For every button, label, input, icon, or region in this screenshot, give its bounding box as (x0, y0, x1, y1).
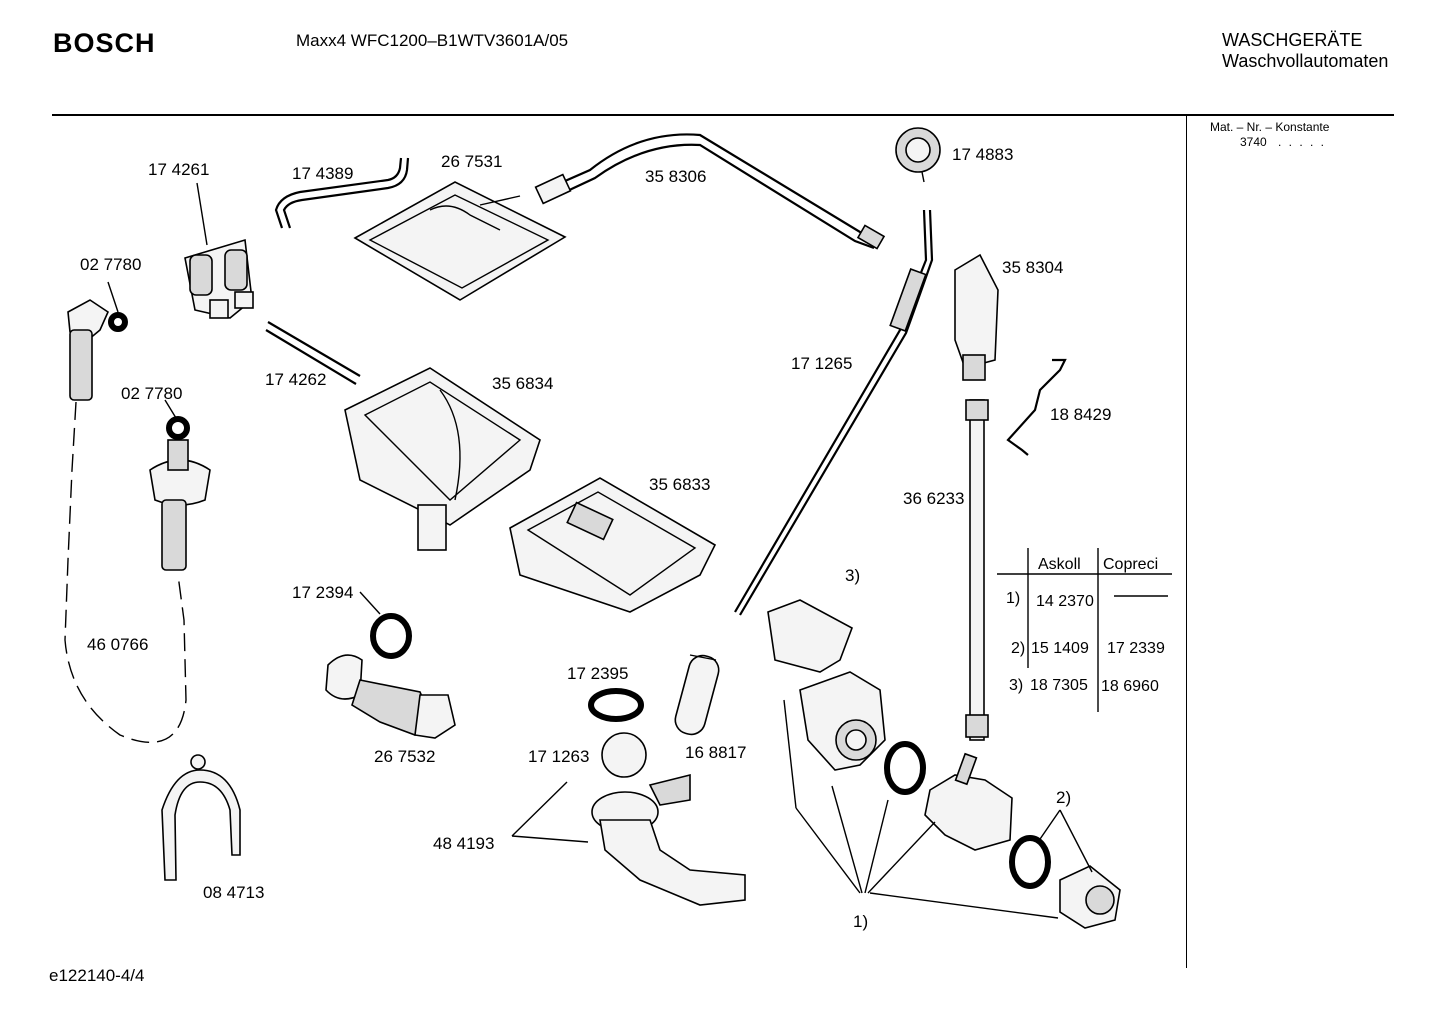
bracket-188429-drawing (1006, 358, 1067, 456)
ball-171263-drawing (601, 732, 647, 778)
part-label-356833: 35 6833 (649, 475, 710, 494)
drain-hose-460766-drawing (64, 401, 187, 744)
drain-pump-drawing (799, 671, 1121, 929)
material-number-label: Mat. – Nr. – Konstante (1210, 120, 1330, 134)
model-number: Maxx4 WFC1200–B1WTV3601A/05 (296, 31, 569, 50)
part-label-174389: 17 4389 (292, 164, 353, 183)
part-label-172395: 17 2395 (567, 664, 628, 683)
category-subtitle: Waschvollautomaten (1222, 51, 1389, 71)
part-label-356834: 35 6834 (492, 374, 553, 393)
bellows-267532-drawing (325, 654, 456, 739)
pump-part-358304-drawing (954, 253, 999, 381)
category-title: WASCHGERÄTE (1222, 30, 1363, 50)
diagram-code: e122140-4/4 (49, 966, 145, 985)
part-label-174262: 17 4262 (265, 370, 326, 389)
part-label-171265: 17 1265 (791, 354, 852, 373)
table-row-1-askoll: 14 2370 (1036, 593, 1094, 610)
table-row-3-ref: 3) (1009, 677, 1023, 694)
inlet-valve-drawing (184, 182, 254, 319)
part-label-084713: 08 4713 (203, 883, 264, 902)
header-divider (52, 114, 1394, 116)
sidebar-divider (1186, 116, 1187, 968)
table-row-3-askoll: 18 7305 (1030, 677, 1088, 694)
leader-lines-ref-2 (1037, 809, 1093, 873)
part-label-027780-b: 02 7780 (121, 384, 182, 403)
ref-label-1: 1) (853, 912, 868, 931)
table-row-2-askoll: 15 1409 (1031, 640, 1089, 657)
hose-366233-drawing (965, 399, 989, 741)
part-label-027780-a: 02 7780 (80, 255, 141, 274)
pump-cover-drawing (767, 599, 853, 673)
part-label-267531: 26 7531 (441, 152, 502, 171)
hose-guide-084713-drawing (161, 754, 241, 881)
part-label-168817: 16 8817 (685, 743, 746, 762)
part-label-171263: 17 1263 (528, 747, 589, 766)
table-row-2-ref: 2) (1011, 640, 1025, 657)
table-row-1-ref: 1) (1006, 590, 1020, 607)
part-label-267532: 26 7532 (374, 747, 435, 766)
dispenser-drawer-drawing (509, 477, 717, 613)
table-row-2-copreci: 17 2339 (1107, 640, 1165, 657)
pipe-358306-drawing (534, 133, 886, 250)
sump-hose-484193-drawing (511, 773, 746, 906)
part-label-460766: 46 0766 (87, 635, 148, 654)
hose-171265-drawing (734, 209, 934, 616)
part-label-358304: 35 8304 (1002, 258, 1063, 277)
brand-logo: BOSCH (53, 28, 156, 58)
dispenser-cover-drawing (353, 181, 567, 301)
inlet-connector-drawing (149, 399, 211, 571)
part-label-172394: 17 2394 (292, 583, 353, 602)
seal-172395-drawing (588, 688, 644, 722)
pressure-switch-drawing (895, 127, 941, 183)
variant-table: Askoll Copreci 1) 14 2370 2) 15 1409 17 … (997, 548, 1172, 712)
part-label-358306: 35 8306 (645, 167, 706, 186)
seal-172394-drawing (359, 591, 412, 659)
table-header-copreci: Copreci (1103, 556, 1158, 573)
hose-174389-drawing (274, 157, 403, 229)
part-label-366233: 36 6233 (903, 489, 964, 508)
ref-label-2: 2) (1056, 788, 1071, 807)
table-header-askoll: Askoll (1038, 556, 1081, 573)
part-label-174883: 17 4883 (952, 145, 1013, 164)
part-label-188429: 18 8429 (1050, 405, 1111, 424)
ref-label-3: 3) (845, 566, 860, 585)
material-number-dots: . . . . . (1278, 135, 1327, 149)
part-label-484193: 48 4193 (433, 834, 494, 853)
leader-lines-ref-1 (783, 699, 1059, 919)
material-number-value: 3740 (1240, 135, 1267, 149)
table-row-3-copreci: 18 6960 (1101, 678, 1159, 695)
dispenser-housing-drawing (344, 367, 541, 551)
sensor-168817-drawing (674, 654, 720, 736)
part-label-174261: 17 4261 (148, 160, 209, 179)
tube-174262-drawing (265, 329, 357, 385)
inlet-elbow-drawing (67, 281, 128, 401)
